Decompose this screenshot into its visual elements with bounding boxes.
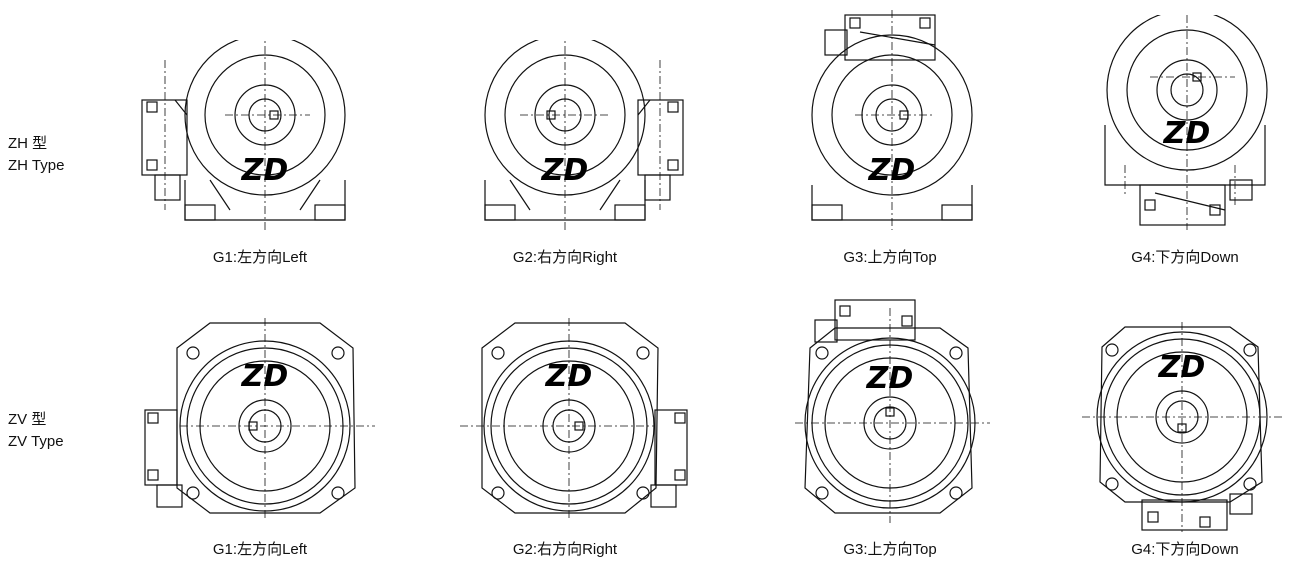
zd-logo: ZD — [868, 153, 916, 188]
zd-logo: ZD — [541, 153, 589, 188]
zd-logo: ZD — [1158, 350, 1206, 385]
zv-g3-top-diagram: ZD — [795, 299, 990, 523]
zd-logo: ZD — [241, 153, 289, 188]
caption-zh-g2: G2:右方向Right — [512, 249, 618, 266]
caption-zv-g4: G4:下方向Down — [1131, 541, 1239, 558]
zv-g2-right-diagram: ZD — [460, 318, 688, 518]
caption-zh-g4: G4:下方向Down — [1131, 249, 1239, 266]
caption-zv-g2: G2:右方向Right — [512, 541, 618, 558]
zh-g3-top-diagram: ZD — [811, 10, 973, 230]
row-label-zv-cn: ZV 型 — [8, 411, 47, 428]
zh-g2-right-diagram: ZD — [484, 40, 684, 230]
row-label-zh-en: ZH Type — [8, 157, 65, 174]
caption-zh-g3: G3:上方向Top — [843, 249, 937, 266]
zh-g4-down-diagram: ZD — [1104, 15, 1268, 230]
caption-zh-g1: G1:左方向Left — [212, 249, 308, 266]
zv-g1-left-diagram: ZD — [144, 318, 375, 518]
zd-logo: ZD — [866, 361, 914, 396]
zd-logo: ZD — [545, 359, 593, 394]
zd-logo: ZD — [1163, 116, 1211, 151]
zv-g4-down-diagram: ZD — [1082, 322, 1283, 532]
row-label-zv: ZV 型 ZV Type — [8, 409, 64, 453]
caption-zv-g1: G1:左方向Left — [212, 541, 308, 558]
row-label-zh: ZH 型 ZH Type — [8, 133, 64, 177]
zd-logo: ZD — [241, 359, 289, 394]
caption-zv-g3: G3:上方向Top — [843, 541, 937, 558]
row-label-zh-cn: ZH 型 — [8, 135, 48, 152]
zh-g1-left-diagram: ZD — [141, 40, 346, 230]
row-label-zv-en: ZV Type — [8, 433, 64, 450]
